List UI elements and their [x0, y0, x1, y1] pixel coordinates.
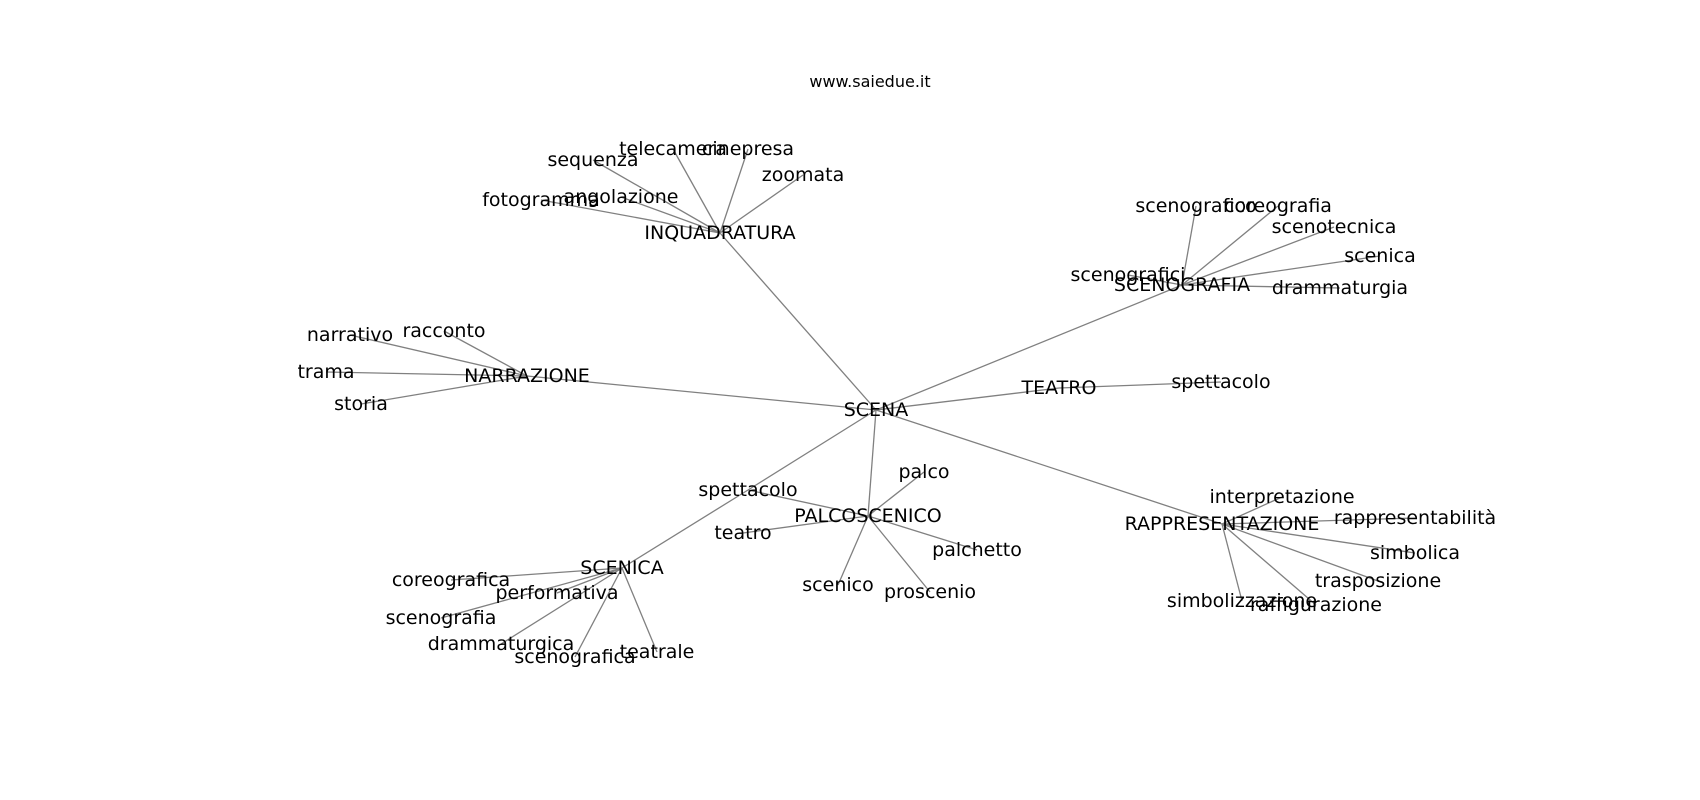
node-inquadratura: INQUADRATURA [644, 222, 795, 244]
node-sequenza: sequenza [547, 149, 638, 171]
edge-narrazione-racconto [443, 330, 528, 377]
node-telecamera: telecamera [619, 138, 727, 160]
edge-rappresentazione-trasposizione [1221, 523, 1379, 582]
edge-palcoscenico-palco [867, 471, 925, 517]
edge-spettacolo1-scenica [621, 489, 749, 569]
edge-scenografia-scenografico [1181, 205, 1197, 286]
node-angolazione: angolazione [564, 186, 679, 208]
node-drammaturgia: drammaturgia [1272, 277, 1408, 299]
edge-scena-inquadratura [719, 232, 877, 411]
watermark-title: www.saiedue.it [809, 72, 931, 91]
edge-scenografia-coreografia [1181, 205, 1279, 286]
node-scenografia: SCENOGRAFIA [1114, 274, 1250, 296]
edge-scenica-coreografica [450, 567, 623, 581]
node-trama: trama [297, 361, 354, 383]
node-narrazione: NARRAZIONE [464, 365, 590, 387]
node-scenografica: scenografica [514, 646, 635, 668]
node-teatro-lc: teatro [714, 522, 771, 544]
node-scenica: SCENICA [580, 557, 663, 579]
edge-inquadratura-angolazione [620, 196, 721, 234]
edge-rappresentazione-raffigurazione [1221, 523, 1317, 606]
edge-scena-teatro [875, 387, 1060, 411]
node-scenografici: scenografici [1071, 264, 1186, 286]
edge-narrazione-trama [325, 371, 528, 377]
node-palcoscenico: PALCOSCENICO [794, 505, 941, 527]
node-fotogramma: fotogramma [482, 189, 600, 211]
node-trasposizione: trasposizione [1315, 570, 1441, 592]
edge-palcoscenico-palchetto [867, 515, 978, 551]
node-palchetto: palchetto [932, 539, 1022, 561]
edge-rappresentazione-rappresentabilita [1221, 517, 1416, 525]
edge-palcoscenico-proscenio [867, 515, 931, 593]
edge-scenografia-drammaturgia [1181, 284, 1341, 289]
edge-teatro-spettacolo2 [1058, 381, 1222, 389]
edge-rappresentazione-simbolica [1221, 523, 1416, 554]
edge-scena-narrazione [526, 375, 877, 411]
node-zoomata: zoomata [762, 164, 844, 186]
node-raffigurazione: raffigurazione [1250, 594, 1382, 616]
labels-layer: SCENA INQUADRATURA SCENOGRAFIA TEATRO NARRAZ… [297, 138, 1496, 668]
node-teatrale: teatrale [620, 641, 695, 663]
node-scenografia-lc: scenografia [386, 607, 497, 629]
node-spettacolo1: spettacolo [698, 479, 797, 501]
node-narrativo: narrativo [307, 324, 393, 346]
node-palco: palco [898, 461, 949, 483]
edge-scenica-scenografia_lc [440, 567, 623, 619]
node-cinepresa: cinepresa [702, 138, 794, 160]
edge-scena-rappresentazione [875, 409, 1223, 525]
node-interpretazione: interpretazione [1209, 486, 1354, 508]
edge-inquadratura-zoomata [719, 174, 804, 234]
node-scenotecnica: scenotecnica [1272, 216, 1397, 238]
edge-palcoscenico-scenico [837, 515, 869, 586]
edge-rappresentazione-interpretazione [1221, 496, 1283, 525]
node-coreografia: coreografia [1224, 195, 1332, 217]
edge-scenica-teatrale [621, 567, 658, 653]
node-scenica-lc: scenica [1344, 245, 1415, 267]
edge-rappresentazione-simbolizzazione [1221, 523, 1243, 602]
node-rappresentazione: RAPPRESENTAZIONE [1125, 513, 1320, 535]
edge-inquadratura-telecamera [672, 148, 721, 234]
node-spettacolo2: spettacolo [1171, 371, 1270, 393]
node-scena: SCENA [844, 399, 909, 421]
node-performativa: performativa [495, 582, 618, 604]
node-rappresentabilita: rappresentabilità [1334, 507, 1496, 529]
node-simbolica: simbolica [1370, 542, 1460, 564]
node-teatro: TEATRO [1021, 377, 1097, 399]
node-simbolizzazione: simbolizzazione [1167, 590, 1317, 612]
edge-scenografia-scenografici [1127, 274, 1183, 286]
node-scenico: scenico [802, 574, 873, 596]
node-storia: storia [334, 393, 388, 415]
node-coreografica: coreografica [392, 569, 510, 591]
edge-scena-palcoscenico [867, 409, 877, 517]
edge-scenografia-scenotecnica [1181, 226, 1335, 286]
edge-inquadratura-fotogramma [540, 199, 721, 234]
edge-narrazione-narrativo [349, 334, 528, 377]
node-racconto: racconto [402, 320, 485, 342]
node-proscenio: proscenio [884, 581, 976, 603]
edge-scenica-scenografica [574, 567, 623, 658]
edge-inquadratura-cinepresa [719, 148, 749, 234]
node-scenografico: scenografico [1135, 195, 1256, 217]
edges-layer [325, 148, 1416, 658]
edge-scenografia-scenica_lc [1181, 255, 1381, 286]
edge-spettacolo1-palcoscenico [747, 489, 869, 517]
edge-scenica-drammaturgica [500, 567, 623, 645]
node-drammaturgica: drammaturgica [428, 633, 575, 655]
edge-scena-spettacolo1 [747, 409, 877, 491]
edge-inquadratura-sequenza [592, 159, 721, 234]
edge-scenica-performativa [556, 567, 623, 594]
edge-narrazione-storia [360, 375, 528, 405]
edge-scena-scenografia [875, 284, 1183, 411]
edge-palcoscenico-teatro_lc [742, 515, 869, 534]
